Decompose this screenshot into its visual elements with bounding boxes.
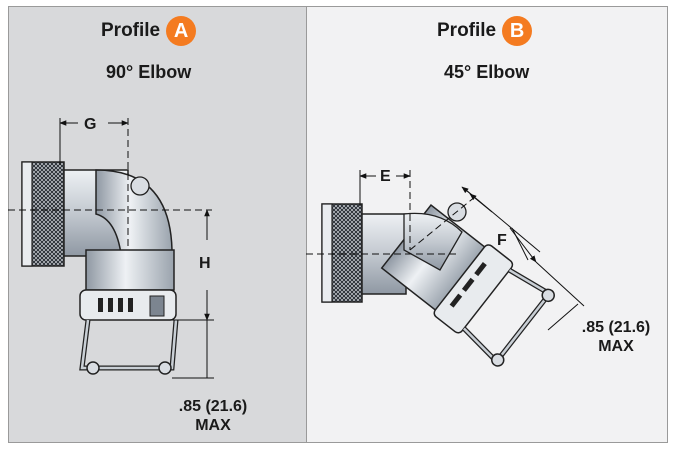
profile-a-title: 90° Elbow (106, 62, 192, 82)
profile-b-badge: B (502, 16, 533, 46)
dimension-lines-a (8, 118, 214, 379)
max-label: MAX (598, 338, 634, 355)
profile-b-label: Profile (437, 20, 497, 41)
max-label: MAX (195, 417, 231, 434)
dimension-lines-b (306, 170, 585, 331)
elbow-90-drawing (21, 161, 179, 375)
profile-b-header: Profile B (437, 16, 533, 46)
profile-a-max-dimension: .85 (21.6) MAX (158, 397, 268, 435)
dimension-e-label: E (380, 168, 391, 185)
profile-b-title: 45° Elbow (444, 62, 530, 82)
profile-a-badge: A (166, 16, 197, 46)
dimension-h-label: H (199, 255, 211, 272)
max-value: .85 (21.6) (581, 319, 651, 336)
profile-b-max-dimension: .85 (21.6) MAX (566, 318, 666, 356)
profile-a-header: Profile A (101, 16, 197, 46)
dimension-f-label: F (497, 232, 507, 249)
dimension-g-label: G (84, 116, 97, 133)
elbow-45-drawing (321, 202, 555, 367)
profile-a-label: Profile (101, 20, 161, 41)
max-value: .85 (21.6) (178, 398, 248, 415)
